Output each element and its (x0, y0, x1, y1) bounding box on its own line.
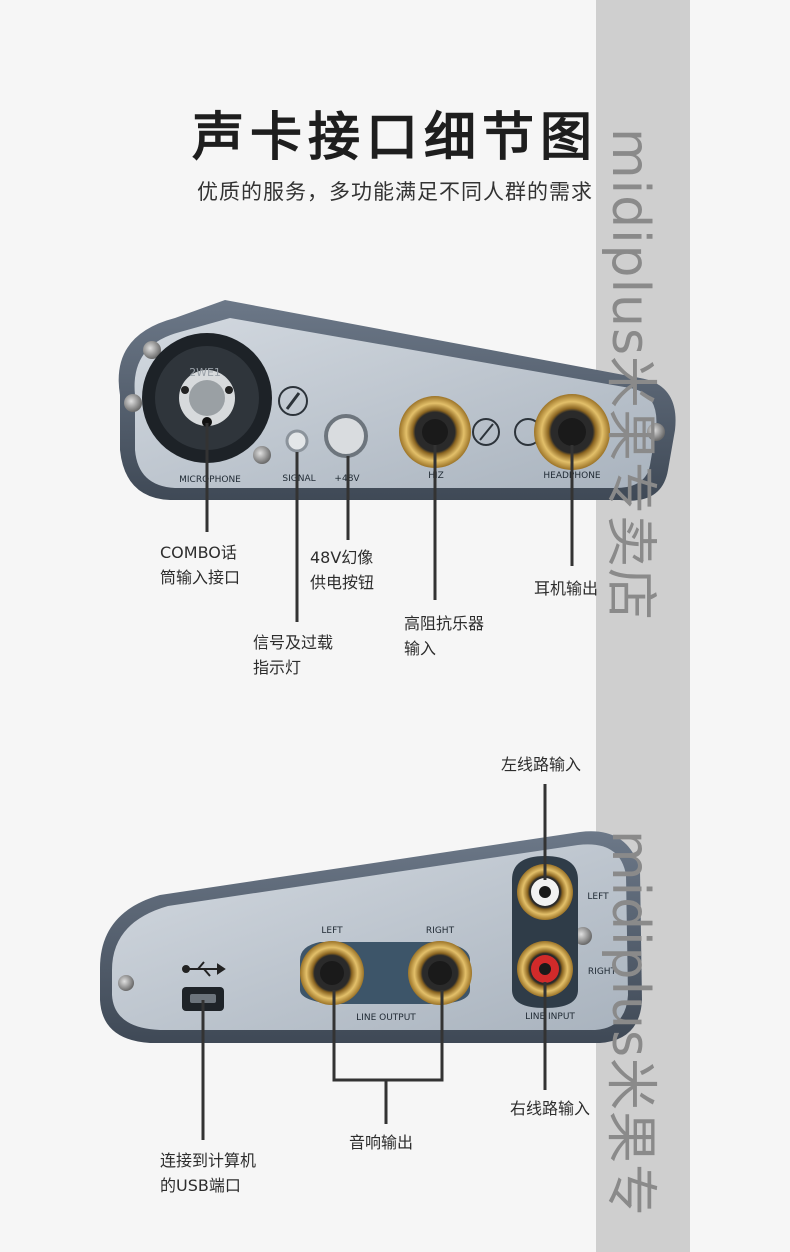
watermark-bottom: midiplus米果专 (600, 830, 660, 1218)
screw-icon (574, 927, 592, 945)
watermark-band (596, 0, 690, 1252)
screw-icon (253, 446, 271, 464)
rear-callout-lines (201, 784, 547, 1140)
signal-led (285, 429, 309, 453)
microphone-label: MICROPHONE (179, 475, 241, 485)
line-input-left-label: LEFT (587, 892, 609, 902)
screw-icon (143, 341, 161, 359)
callout-right-input: 右线路输入 (510, 1099, 591, 1118)
line-output-label: LINE OUTPUT (356, 1013, 416, 1023)
callout-hiz: 高阻抗乐器 输入 (404, 614, 485, 658)
phantom-power-button (324, 414, 368, 458)
rear-faceplate (112, 844, 628, 1030)
callout-usb: 连接到计算机 的USB端口 (160, 1151, 257, 1195)
callout-combo: COMBO话 筒输入接口 (160, 543, 241, 587)
line-input-label: LINE INPUT (525, 1012, 575, 1022)
guitar-icon (472, 418, 500, 446)
page-subtitle: 优质的服务，多功能满足不同人群的需求 (197, 180, 593, 204)
callout-headphone: 耳机输出 (534, 579, 599, 598)
line-output-left-label: LEFT (321, 926, 343, 936)
callout-speaker-output: 音响输出 (349, 1133, 414, 1152)
line-output-right-label: RIGHT (426, 926, 455, 936)
callout-left-input: 左线路输入 (501, 755, 582, 774)
line-input-right-label: RIGHT (588, 967, 617, 977)
front-callout-lines (205, 423, 574, 622)
screw-icon (118, 975, 134, 991)
microphone-icon (278, 386, 308, 416)
callout-phantom: 48V幻像 供电按钮 (310, 548, 375, 592)
combo-mark: 2WE1 (189, 366, 221, 379)
page-title: 声卡接口细节图 (191, 108, 598, 168)
screw-icon (647, 423, 665, 441)
usb-icon (182, 961, 226, 977)
signal-label: SIGNAL (282, 474, 315, 484)
screw-icon (124, 394, 142, 412)
callout-signal: 信号及过载 指示灯 (253, 633, 334, 677)
watermark-top: midiplus米果专卖店 (600, 128, 660, 622)
